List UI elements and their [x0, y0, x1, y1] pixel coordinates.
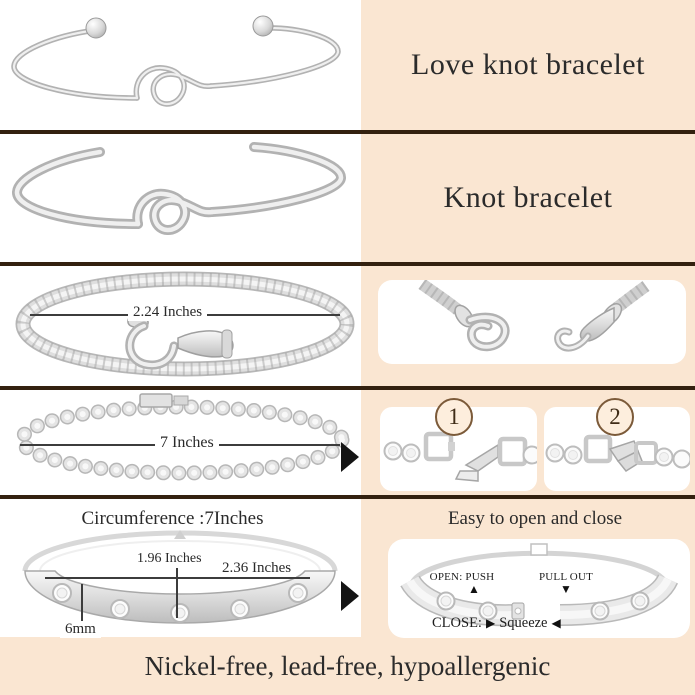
step2-number-badge: 2 — [596, 398, 634, 436]
squeeze-right-triangle-icon: ▶ — [485, 616, 496, 630]
tennis-bracelet-image — [14, 393, 350, 481]
inner-width-line — [176, 568, 178, 618]
row-divider — [0, 386, 695, 390]
close-squeeze-label: CLOSE: ▶ Squeeze ◀ — [432, 615, 561, 632]
band-width-line — [81, 584, 83, 621]
step1-number-badge: 1 — [435, 398, 473, 436]
hinged-bangle-image — [22, 530, 338, 624]
open-bangle-image — [400, 543, 679, 627]
step-arrow-icon — [341, 442, 359, 472]
step-arrow-icon — [341, 581, 359, 611]
pull-out-label: PULL OUT — [538, 571, 594, 583]
row3-width-label: 2.24 Inches — [128, 304, 208, 321]
open-push-label: OPEN: PUSH — [429, 571, 495, 583]
knot-bracelet-image — [12, 142, 346, 235]
pull-down-triangle-icon: ▼ — [560, 582, 572, 596]
open-bangle-crystals — [436, 591, 650, 621]
row4-length-label: 7 Inches — [155, 434, 219, 452]
cable-bangle-image — [15, 271, 355, 377]
row5-inner-width-label: 1.96 Inches — [132, 551, 207, 567]
clasp-detail-panel — [378, 279, 686, 364]
squeeze-left-triangle-icon: ◀ — [551, 616, 561, 630]
row5-band-width-label: 6mm — [60, 621, 101, 638]
outer-width-line — [45, 577, 310, 579]
love-knot-bracelet-image — [11, 15, 341, 107]
clasp-open-step1-image — [383, 431, 542, 482]
row5-right-title: Easy to open and close — [447, 508, 623, 529]
row5-outer-width-label: 2.36 Inches — [217, 560, 297, 577]
close-label: CLOSE: — [432, 615, 482, 631]
hook-clasp — [125, 313, 234, 370]
push-up-triangle-icon: ▲ — [468, 582, 480, 596]
squeeze-label: Squeeze — [499, 615, 548, 631]
clasp-closeup-image — [418, 279, 650, 352]
row-divider — [0, 495, 695, 499]
footer-claim: Nickel-free, lead-free, hypoallergenic — [144, 650, 551, 681]
row1-product-name: Love knot bracelet — [411, 48, 645, 81]
row-divider — [0, 130, 695, 134]
bangle-crystals — [52, 583, 308, 623]
row-divider — [0, 262, 695, 266]
row5-circumference-title: Circumference :7Inches — [81, 508, 264, 529]
box-clasp — [139, 393, 173, 408]
open-close-panel — [388, 539, 690, 638]
row2-product-name: Knot bracelet — [443, 181, 613, 214]
